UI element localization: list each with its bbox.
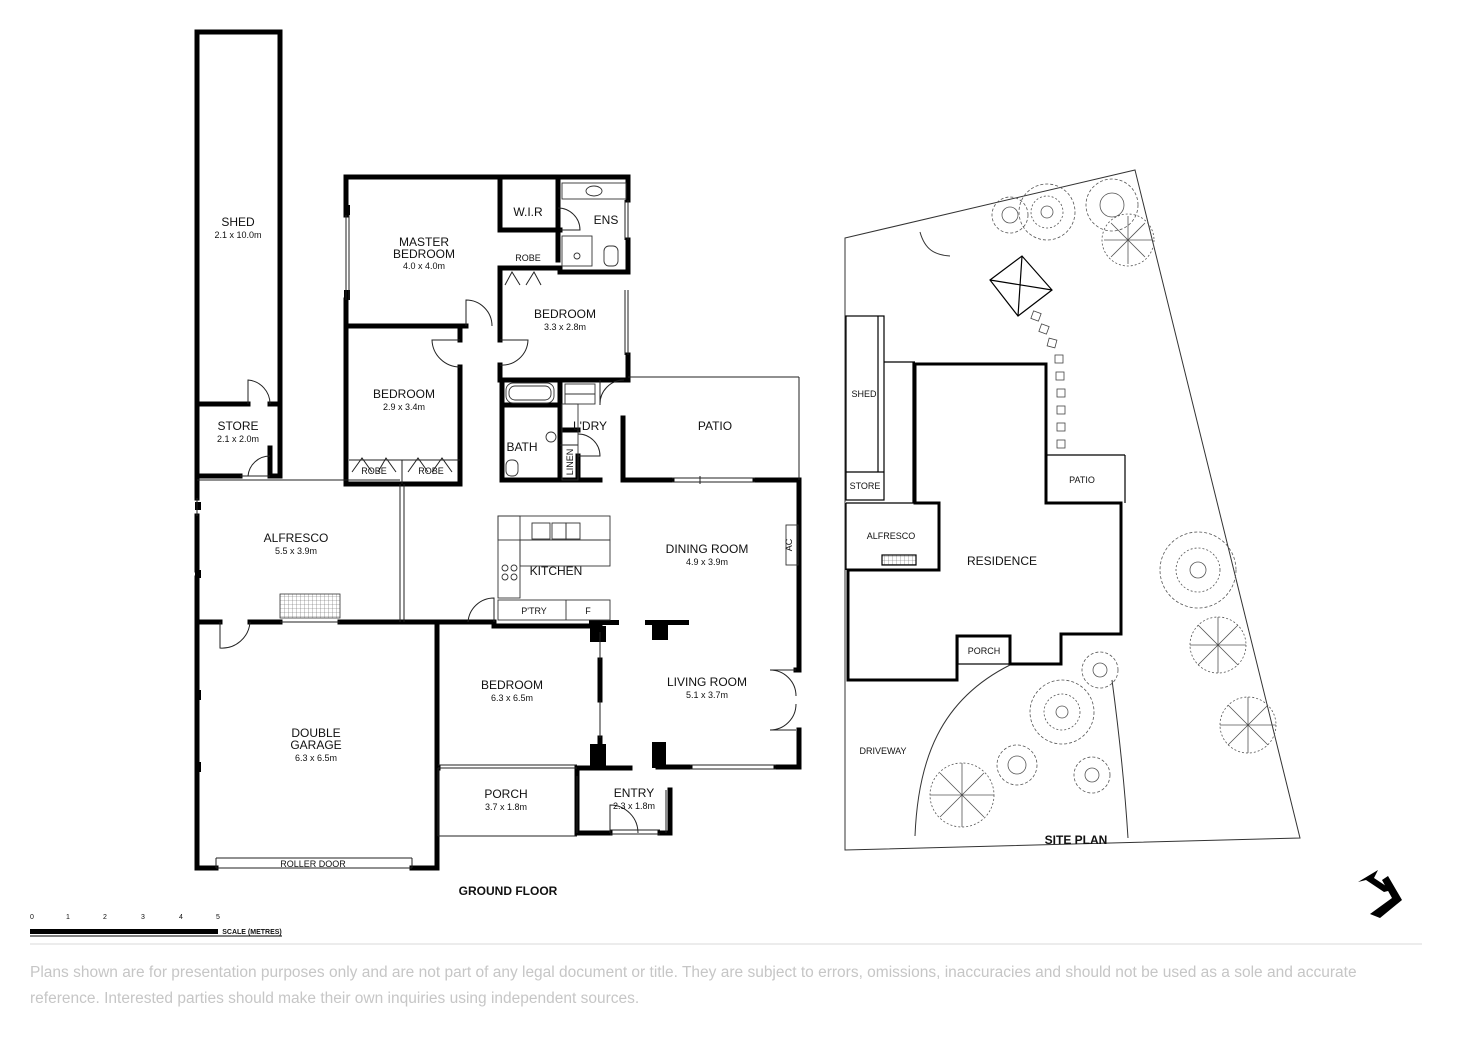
tree-icon	[929, 762, 995, 828]
label-robe-top: ROBE	[515, 253, 541, 263]
site-outbuildings	[845, 255, 1126, 665]
scale-label: SCALE (METRES)	[222, 929, 282, 936]
tree-icon	[996, 744, 1038, 786]
site-label-residence: RESIDENCE	[967, 554, 1037, 568]
room-dims-entry: 2.3 x 1.8m	[613, 801, 655, 811]
room-name-dining: DINING ROOM	[666, 542, 749, 556]
room-dims-alfresco: 5.5 x 3.9m	[275, 546, 317, 556]
site-label-porch: PORCH	[968, 646, 1001, 656]
scale-tick: 3	[141, 914, 145, 921]
site-label-driveway: DRIVEWAY	[859, 746, 906, 756]
scale-tick: 0	[30, 914, 34, 921]
disclaimer-text: Plans shown are for presentation purpose…	[30, 964, 1357, 1007]
thin-lines	[196, 200, 800, 869]
tree-icon	[1101, 213, 1155, 267]
tree-icon	[1219, 696, 1277, 754]
label-fridge: F	[585, 606, 591, 616]
room-dims-bedroom-2: 2.9 x 3.4m	[383, 402, 425, 412]
wall-blocks	[195, 205, 689, 772]
tree-icon	[991, 196, 1029, 234]
label-wir: W.I.R	[513, 205, 543, 219]
room-name-bedroom-2: BEDROOM	[373, 387, 435, 401]
label-linen: LINEN	[565, 449, 575, 476]
site-label-shed: SHED	[851, 389, 877, 399]
label-bath: BATH	[506, 440, 537, 454]
door-swings	[219, 207, 797, 834]
room-name-garage-1: DOUBLE	[291, 726, 340, 740]
room-dims-living: 5.1 x 3.7m	[686, 690, 728, 700]
scale-bar: 0 1 2 3 4 5 SCALE (METRES)	[30, 914, 282, 937]
room-name-master-2: BEDROOM	[393, 247, 455, 261]
room-name-bedroom-3: BEDROOM	[534, 307, 596, 321]
tree-icon	[1159, 531, 1237, 609]
site-label-alfresco: ALFRESCO	[867, 531, 916, 541]
scale-tick: 5	[216, 914, 220, 921]
tree-icon	[1029, 679, 1095, 745]
room-name-alfresco: ALFRESCO	[264, 531, 329, 545]
site-boundary	[844, 169, 1301, 851]
room-name-garage-2: GARAGE	[290, 738, 341, 752]
site-plan-labels: SHED STORE ALFRESCO RESIDENCE PATIO PORC…	[850, 389, 1108, 847]
room-dims-dining: 4.9 x 3.9m	[686, 557, 728, 567]
scale-tick: 2	[103, 914, 107, 921]
kitchen-fixtures	[497, 515, 799, 621]
room-name-bedroom-4: BEDROOM	[481, 678, 543, 692]
bathroom-fixtures	[505, 182, 627, 481]
label-pantry: P'TRY	[521, 606, 547, 616]
room-name-entry: ENTRY	[614, 786, 654, 800]
ground-floor-heading: GROUND FLOOR	[459, 884, 558, 898]
tree-icon	[1073, 756, 1111, 794]
label-robe-left: ROBE	[361, 466, 387, 476]
room-dims-shed: 2.1 x 10.0m	[214, 230, 261, 240]
site-residence	[846, 362, 1123, 682]
room-dims-garage: 6.3 x 6.5m	[295, 753, 337, 763]
label-laundry: L'DRY	[573, 419, 607, 433]
room-name-living: LIVING ROOM	[667, 675, 747, 689]
scale-tick: 1	[66, 914, 70, 921]
room-name-porch: PORCH	[484, 787, 527, 801]
room-name-store: STORE	[217, 419, 258, 433]
site-driveway-curves	[914, 664, 1129, 839]
label-patio: PATIO	[698, 419, 732, 433]
ground-floor-walls	[194, 29, 802, 871]
tree-icon	[1085, 178, 1139, 232]
tree-icon	[1081, 651, 1119, 689]
label-roller-door: ROLLER DOOR	[280, 859, 346, 869]
room-name-master-1: MASTER	[399, 235, 449, 249]
room-dims-master: 4.0 x 4.0m	[403, 261, 445, 271]
site-plan-heading: SITE PLAN	[1045, 833, 1108, 847]
site-trees	[929, 178, 1277, 828]
room-dims-bedroom-3: 3.3 x 2.8m	[544, 322, 586, 332]
tree-icon	[1018, 183, 1076, 241]
label-robe-right: ROBE	[418, 466, 444, 476]
label-ens: ENS	[594, 213, 619, 227]
label-kitchen: KITCHEN	[530, 564, 583, 578]
site-stepping-stones	[1030, 310, 1066, 449]
room-dims-porch: 3.7 x 1.8m	[485, 802, 527, 812]
site-label-store: STORE	[850, 481, 881, 491]
ground-floor-labels: SHED 2.1 x 10.0m STORE 2.1 x 2.0m MASTER…	[214, 205, 794, 898]
alfresco-step	[279, 593, 341, 619]
room-dims-store: 2.1 x 2.0m	[217, 434, 259, 444]
room-name-shed: SHED	[221, 215, 255, 229]
north-arrow-icon	[1358, 870, 1402, 918]
label-ac: AC	[784, 538, 794, 551]
site-label-patio: PATIO	[1069, 475, 1095, 485]
scale-tick: 4	[179, 914, 183, 921]
room-dims-bedroom-4: 6.3 x 6.5m	[491, 693, 533, 703]
tree-icon	[1189, 616, 1247, 674]
